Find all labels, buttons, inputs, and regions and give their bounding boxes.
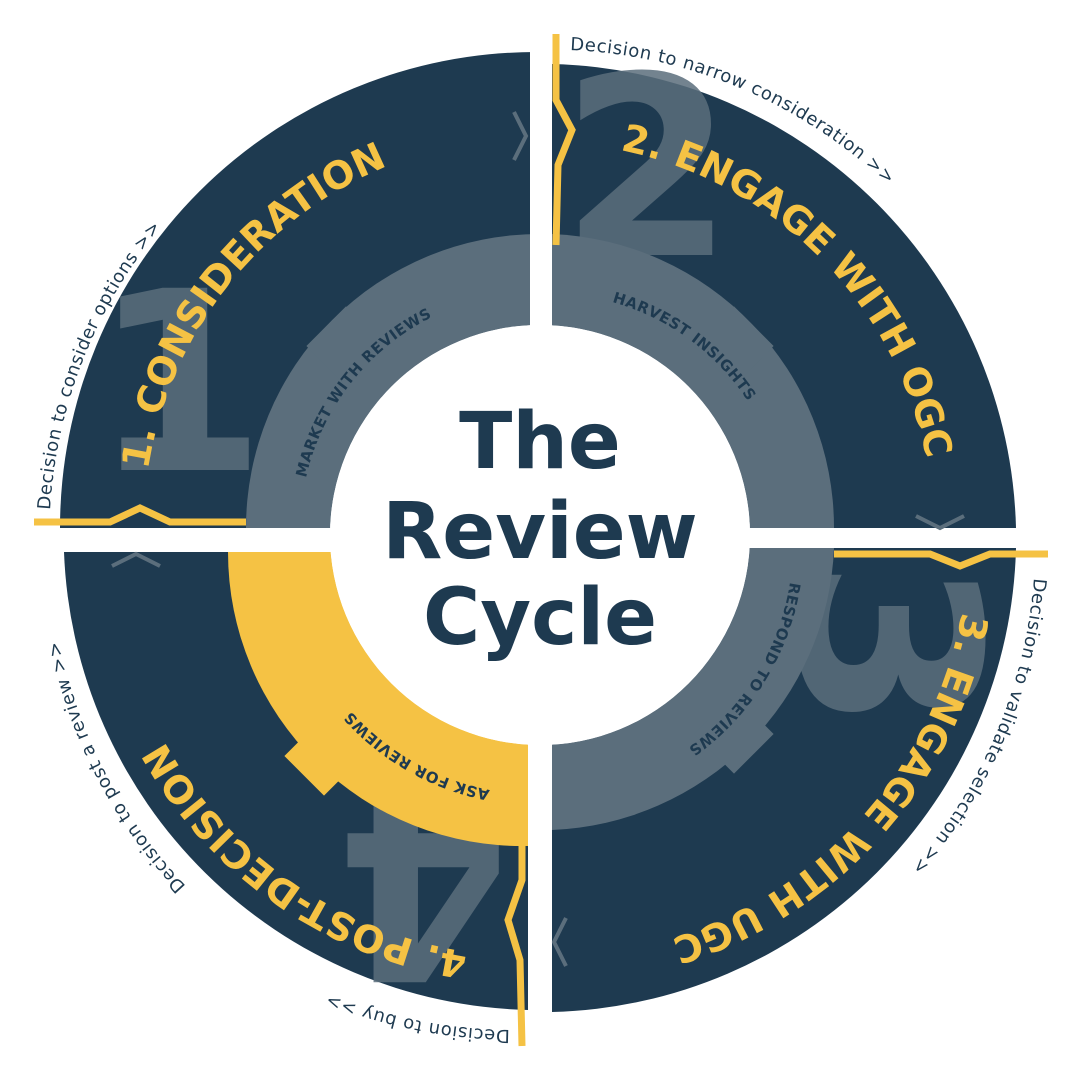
title-line-2: Review: [382, 487, 698, 577]
title-line-3: Cycle: [423, 573, 657, 663]
chevron-down-icon: [915, 514, 965, 531]
chevron-left-icon: [551, 917, 568, 967]
gear-tooth: [284, 716, 364, 796]
gear-tooth: [694, 306, 774, 386]
connector-top: [552, 34, 576, 246]
connector-left: [34, 504, 246, 526]
gear-tooth: [694, 694, 774, 774]
chevron-up-icon: [111, 551, 161, 568]
connector-bottom: [504, 830, 526, 1047]
connector-right: [834, 550, 1048, 570]
chevron-right-icon: [512, 111, 529, 161]
title-line-1: The: [459, 397, 621, 487]
center-circle-cover: [330, 325, 750, 745]
gear-tooth: [306, 306, 386, 386]
stage-1-numeral: 1: [92, 238, 266, 529]
